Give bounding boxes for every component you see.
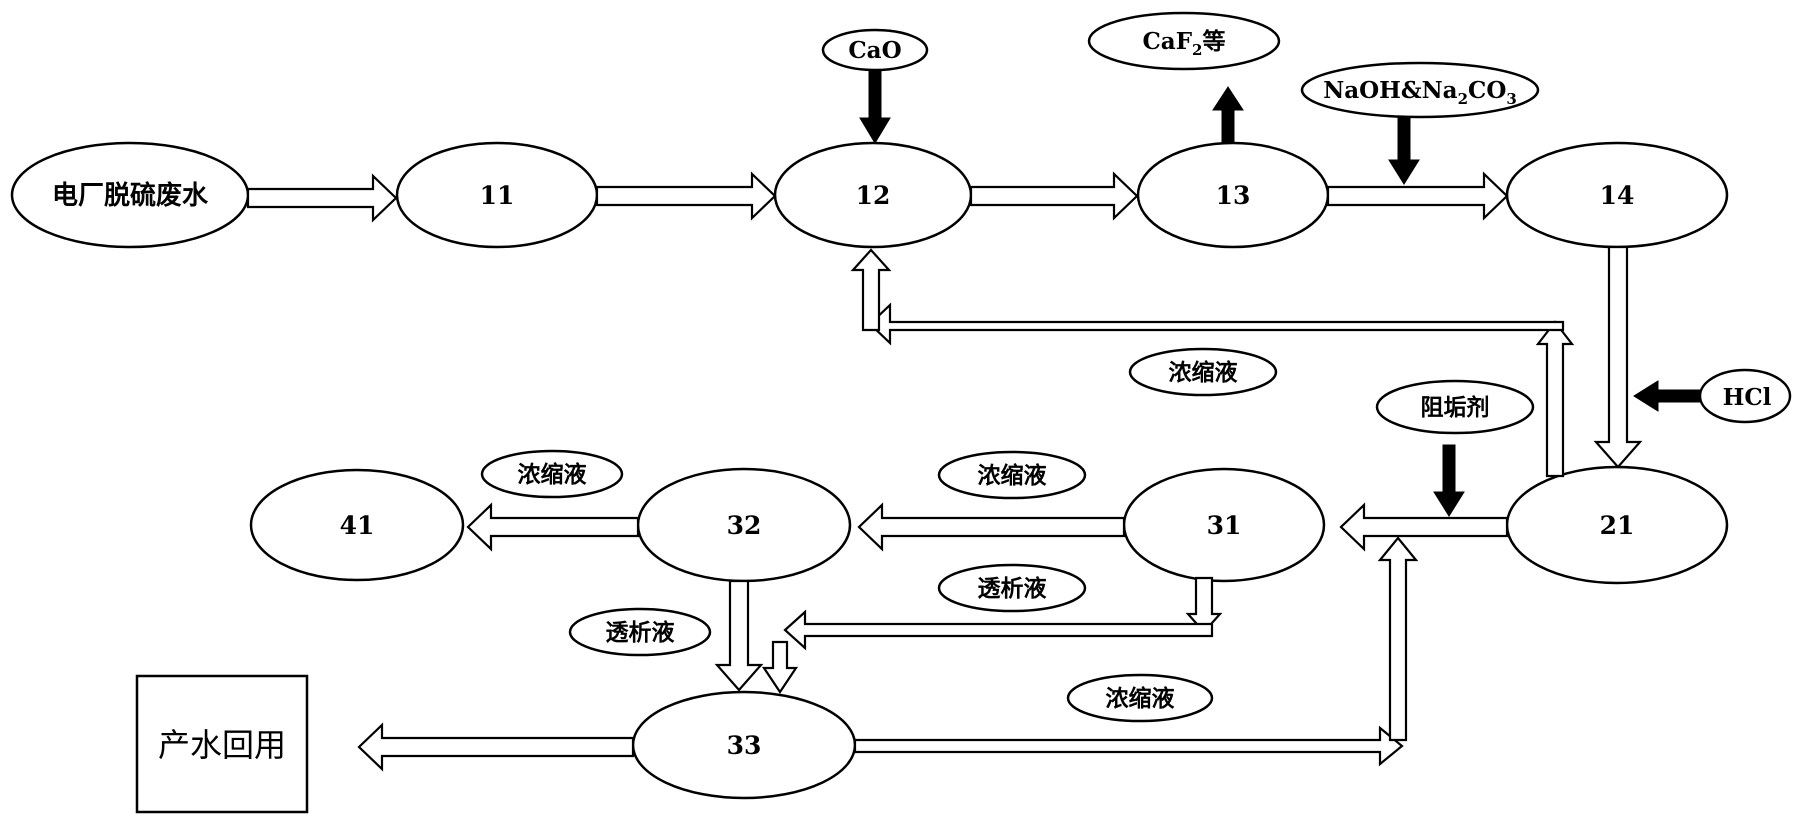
reagent-cao-label: CaO bbox=[848, 37, 901, 64]
arrow-13-to-caf2 bbox=[1212, 86, 1244, 144]
reagent-caf2-suffix: 等 bbox=[1202, 28, 1225, 55]
reagent-naoh-part-a: NaOH&Na bbox=[1323, 77, 1457, 104]
node-14-label: 14 bbox=[1600, 181, 1635, 210]
node-source: 电厂脱硫废水 bbox=[10, 141, 250, 249]
reagent-naoh-sub2: 3 bbox=[1506, 90, 1516, 108]
label-dialysate-31-text: 透析液 bbox=[978, 575, 1047, 602]
node-12-label: 12 bbox=[856, 181, 891, 210]
node-14: 14 bbox=[1505, 141, 1729, 249]
node-13-label: 13 bbox=[1216, 181, 1251, 210]
reagent-naoh-label: NaOH&Na2CO3 bbox=[1323, 77, 1517, 108]
node-32-label: 32 bbox=[727, 511, 762, 540]
node-41: 41 bbox=[249, 468, 465, 582]
arrow-32-to-41 bbox=[466, 502, 640, 552]
node-33: 33 bbox=[631, 690, 857, 800]
arrow-21-to-31 bbox=[1339, 502, 1509, 552]
arrow-14-to-21 bbox=[1593, 245, 1643, 469]
node-21: 21 bbox=[1505, 465, 1729, 585]
arrow-11-to-12 bbox=[595, 171, 777, 221]
arrow-21-recycle-to-12 bbox=[1535, 320, 1575, 478]
arrow-13-to-14 bbox=[1326, 171, 1509, 221]
arrow-31-to-32 bbox=[857, 502, 1126, 552]
node-reuse: 产水回用 bbox=[135, 674, 309, 814]
arrow-source-to-11 bbox=[246, 173, 398, 223]
reagent-hcl: HCl bbox=[1698, 368, 1792, 424]
reagent-naoh-part-b: CO bbox=[1468, 77, 1506, 104]
arrow-33-concentrate-up bbox=[1377, 536, 1419, 742]
node-33-label: 33 bbox=[727, 731, 762, 760]
arrow-31-dialysate-line bbox=[783, 609, 1214, 651]
node-41-label: 41 bbox=[340, 511, 375, 540]
reagent-cao: CaO bbox=[821, 28, 929, 72]
reagent-naoh-na2co3: NaOH&Na2CO3 bbox=[1300, 61, 1540, 119]
label-dialysate-32: 透析液 bbox=[568, 607, 712, 657]
label-concentrate-33-text: 浓缩液 bbox=[1106, 685, 1175, 712]
arrow-31-dialysate-into-33 bbox=[761, 640, 799, 694]
label-concentrate-top-text: 浓缩液 bbox=[1169, 359, 1238, 386]
arrow-33-concentrate-line bbox=[853, 725, 1404, 767]
arrow-antiscalant-into-stream bbox=[1433, 444, 1465, 517]
reagent-naoh-sub1: 2 bbox=[1458, 90, 1468, 108]
node-31-label: 31 bbox=[1207, 511, 1242, 540]
node-12: 12 bbox=[773, 141, 973, 249]
node-reuse-label: 产水回用 bbox=[158, 726, 286, 764]
arrow-33-to-reuse bbox=[357, 722, 635, 772]
reagent-caf2-sub: 2 bbox=[1192, 41, 1202, 59]
label-concentrate-32-41: 浓缩液 bbox=[480, 449, 624, 499]
arrow-recycle-top-line bbox=[868, 302, 1565, 346]
node-11: 11 bbox=[395, 141, 599, 249]
node-31: 31 bbox=[1122, 467, 1326, 583]
label-concentrate-31-32: 浓缩液 bbox=[937, 450, 1087, 500]
node-11-label: 11 bbox=[480, 181, 515, 210]
node-13: 13 bbox=[1136, 141, 1330, 249]
label-dialysate-32-text: 透析液 bbox=[606, 619, 675, 646]
reagent-hcl-label: HCl bbox=[1723, 384, 1772, 411]
arrow-12-to-13 bbox=[969, 171, 1139, 221]
node-21-label: 21 bbox=[1600, 511, 1635, 540]
label-concentrate-32-41-text: 浓缩液 bbox=[518, 461, 587, 488]
reagent-antiscalant: 阻垢剂 bbox=[1375, 379, 1535, 435]
arrow-32-to-33 bbox=[714, 579, 764, 692]
reagent-caf2-label: CaF2等 bbox=[1143, 28, 1226, 59]
label-concentrate-top: 浓缩液 bbox=[1128, 347, 1278, 397]
arrow-naoh-into-stream bbox=[1388, 116, 1420, 185]
arrow-cao-into-12 bbox=[859, 69, 891, 144]
reagent-caf2: CaF2等 bbox=[1087, 11, 1281, 71]
reagent-caf2-main: CaF bbox=[1143, 28, 1193, 55]
node-32: 32 bbox=[636, 467, 852, 583]
arrow-recycle-up-to-12 bbox=[850, 248, 892, 332]
node-source-label: 电厂脱硫废水 bbox=[52, 180, 209, 211]
reagent-antiscalant-label: 阻垢剂 bbox=[1421, 394, 1490, 421]
label-concentrate-33: 浓缩液 bbox=[1066, 673, 1214, 723]
label-concentrate-31-32-text: 浓缩液 bbox=[978, 462, 1047, 489]
arrow-hcl-into-stream bbox=[1633, 380, 1701, 412]
label-dialysate-31: 透析液 bbox=[937, 563, 1087, 613]
